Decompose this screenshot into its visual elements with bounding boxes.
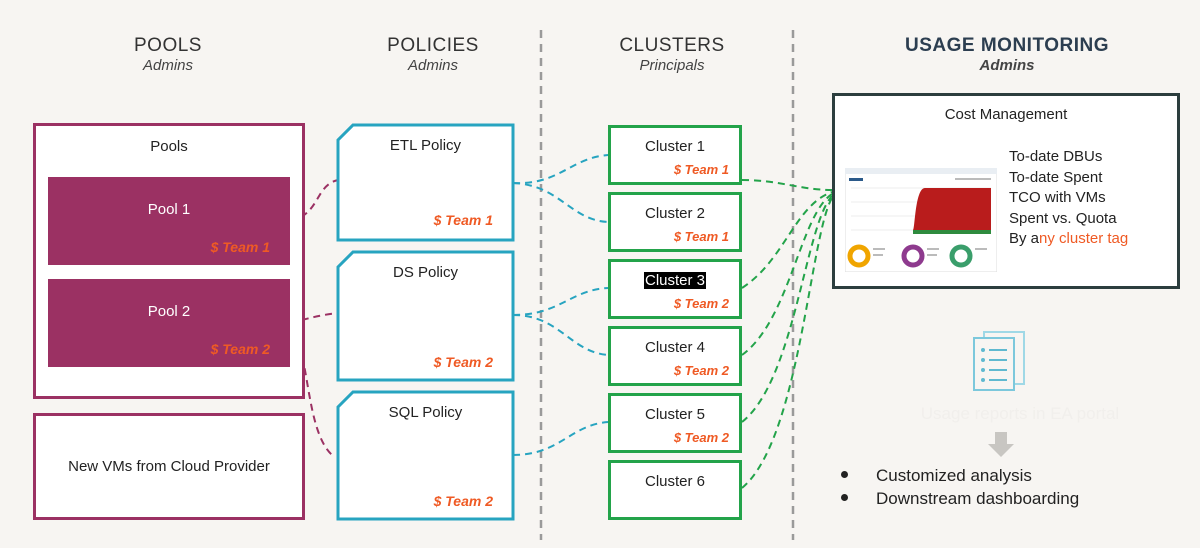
cost-management-panel: Cost Management To-date DBUs To-date Spe… (832, 93, 1180, 289)
pools-column-subtitle: Admins (142, 57, 194, 74)
bullet-text: Customized analysis (876, 466, 1032, 485)
connector-etl-c1 (512, 154, 609, 185)
cluster-name: Cluster 6 (644, 473, 706, 490)
policy-card[interactable]: SQL Policy $ Team 2 (338, 392, 513, 519)
policy-card-shape (336, 390, 515, 521)
clusters-column-title: CLUSTERS (619, 35, 725, 56)
new-vms-box: New VMs from Cloud Provider (33, 413, 305, 520)
cluster-card[interactable]: Cluster 2 $ Team 1 (608, 192, 742, 252)
cluster-card[interactable]: Cluster 5 $ Team 2 (608, 393, 742, 453)
dashboard-thumbnail (845, 168, 997, 272)
policy-card[interactable]: ETL Policy $ Team 1 (338, 125, 513, 240)
team-label: $ Team 2 (433, 493, 493, 509)
connector-etl-c2 (512, 182, 609, 223)
new-vms-label: New VMs from Cloud Provider (68, 458, 270, 475)
pool-name: Pool 2 (147, 303, 191, 320)
cost-metric-highlight: ny cluster tag (1039, 230, 1129, 247)
bullet-dot (841, 471, 848, 479)
pools-container-label: Pools (150, 138, 188, 155)
policy-card-shape (336, 250, 515, 382)
pool-card[interactable]: Pool 2 $ Team 2 (48, 279, 290, 367)
policy-name: DS Policy (392, 264, 459, 281)
connector-c3-cost (741, 191, 833, 289)
usage-column-subtitle: Admins (979, 57, 1035, 74)
down-arrow-icon (988, 432, 1014, 457)
team-label: $ Team 2 (673, 430, 729, 445)
connector-c4-cost (741, 193, 833, 356)
cost-metric: To-date Spent (1009, 168, 1103, 186)
policy-card[interactable]: DS Policy $ Team 2 (338, 252, 513, 380)
policy-card-shape (336, 123, 515, 242)
report-bullet: Customized analysis (841, 466, 1032, 486)
cluster-name: Cluster 4 (644, 339, 706, 356)
cluster-name: Cluster 5 (644, 406, 706, 423)
usage-column-title: USAGE MONITORING (905, 35, 1109, 56)
policies-column-subtitle: Admins (407, 57, 459, 74)
cluster-card[interactable]: Cluster 6 (608, 460, 742, 520)
clusters-column-subtitle: Principals (639, 57, 705, 74)
usage-reports-label: Usage reports in EA portal (920, 404, 1120, 423)
team-label: $ Team 2 (673, 363, 729, 378)
team-label: $ Team 2 (673, 296, 729, 311)
cost-metric-prefix: By a (1009, 230, 1040, 247)
connector-c5-cost (741, 195, 833, 423)
cluster-name: Cluster 1 (644, 138, 706, 155)
pools-column-title: POOLS (134, 35, 202, 56)
document-list-icon (973, 331, 1025, 391)
connector-c6-cost (741, 197, 833, 489)
connector-ds-c4 (512, 314, 609, 356)
cluster-card[interactable]: Cluster 1 $ Team 1 (608, 125, 742, 185)
policy-name: ETL Policy (389, 137, 462, 154)
bullet-text: Downstream dashboarding (876, 489, 1080, 508)
team-label: $ Team 2 (210, 341, 270, 357)
cost-metric-tag: By any cluster tag (1009, 229, 1128, 250)
cost-metric: Spent vs. Quota (1009, 209, 1117, 227)
pool-name: Pool 1 (147, 201, 191, 218)
cluster-name: Cluster 2 (644, 205, 706, 222)
policies-column-title: POLICIES (387, 35, 479, 56)
cluster-name: Cluster 3 (643, 272, 707, 289)
team-label: $ Team 2 (433, 354, 493, 370)
bullet-dot (841, 494, 848, 502)
cost-metrics-list: To-date DBUs To-date Spent TCO with VMs … (1009, 147, 1128, 250)
cluster-card[interactable]: Cluster 3 $ Team 2 (608, 259, 742, 319)
policy-name: SQL Policy (388, 404, 463, 421)
connector-sql-c5 (512, 421, 609, 456)
team-label: $ Team 1 (673, 162, 729, 177)
team-label: $ Team 1 (433, 212, 493, 228)
pool-card[interactable]: Pool 1 $ Team 1 (48, 177, 290, 265)
cost-metric: TCO with VMs (1009, 189, 1106, 206)
cluster-card[interactable]: Cluster 4 $ Team 2 (608, 326, 742, 386)
connector-ds-c3 (512, 287, 609, 316)
cost-management-title: Cost Management (944, 106, 1068, 123)
team-label: $ Team 1 (673, 229, 729, 244)
cluster-name-container: Cluster 3 (611, 272, 739, 289)
report-bullet: Downstream dashboarding (841, 489, 1079, 509)
cost-metric: To-date DBUs (1009, 148, 1103, 165)
team-label: $ Team 1 (210, 239, 270, 255)
